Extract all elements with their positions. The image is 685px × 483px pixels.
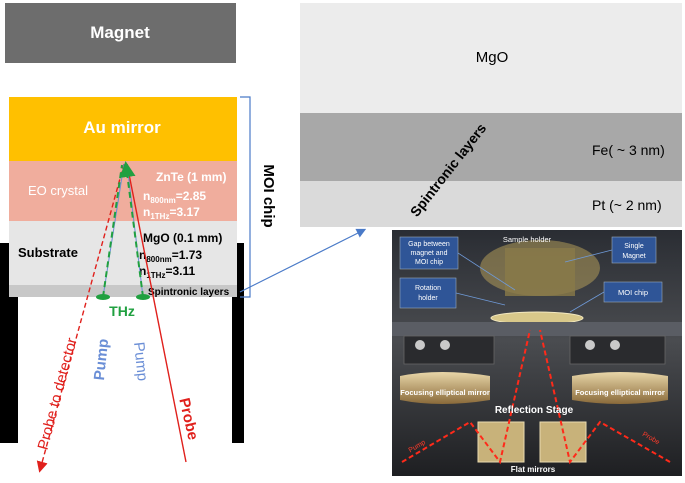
probe-to-detector-beam — [36, 163, 125, 473]
fe-label: Fe( ~ 3 nm) — [592, 142, 665, 158]
gap-callout-line3: MOI chip — [415, 259, 443, 266]
focusing-mirror-right-shape — [572, 372, 668, 404]
eo-crystal-material: ZnTe (1 mm) — [156, 170, 226, 184]
rotation-leader — [455, 292, 506, 306]
photo-beam-right — [539, 329, 671, 465]
focusing-mirror-right-label: Focusing elliptical mirror — [575, 388, 665, 397]
substrate-n800: n800nm=1.73 — [139, 248, 202, 264]
mount-left — [403, 335, 495, 365]
au-mirror-label: Au mirror — [83, 118, 161, 137]
substrate-material: MgO (0.1 mm) — [143, 231, 222, 245]
moi-chip-label: MOI chip — [260, 164, 277, 227]
magnet-leader — [564, 249, 613, 263]
thz-spot-left — [96, 294, 110, 300]
magnet-block — [5, 3, 236, 63]
probe-beam — [126, 163, 187, 463]
spintronic-layer-block — [9, 285, 237, 297]
pt-label: Pt (~ 2 nm) — [592, 197, 662, 213]
gap-leader — [457, 252, 516, 291]
sample-holder-body — [505, 248, 575, 296]
single-magnet-box — [611, 236, 657, 264]
moi-chip-bracket — [240, 96, 251, 298]
probe-label: Probe — [175, 396, 201, 441]
sample-holder-label: Sample holder — [503, 235, 552, 244]
rotation-holder-line2: holder — [418, 295, 438, 302]
reflection-stage-label: Reflection Stage — [495, 405, 574, 416]
gap-callout-line1: Gap between — [408, 241, 450, 248]
focusing-mirror-left-label: Focusing elliptical mirror — [400, 388, 490, 397]
moi-chip-photo-label: MOI chip — [618, 288, 648, 297]
rotation-holder-line1: Rotation — [415, 285, 441, 292]
gap-callout-box — [399, 236, 459, 270]
au-mirror-block — [9, 97, 237, 161]
layer-zoom: MgO Fe( ~ 3 nm) Pt (~ 2 nm) Spintronic l… — [300, 3, 682, 227]
photo-beam-left — [401, 329, 531, 465]
fe-layer — [300, 113, 682, 181]
mgo-label: MgO — [476, 49, 509, 66]
magnet-label: Magnet — [90, 23, 150, 42]
screw-2 — [440, 340, 450, 350]
flat-mirrors-label: Flat mirrors — [511, 465, 556, 474]
substrate-block — [9, 221, 237, 285]
substrate-n1thz: n1THz=3.11 — [139, 264, 195, 280]
thz-beam-right — [119, 161, 144, 298]
gap-callout-line2: magnet and — [411, 250, 448, 257]
screw-3 — [585, 340, 595, 350]
pt-layer — [300, 181, 682, 227]
left-stack: Magnet Au mirror EO crystal ZnTe (1 mm) … — [0, 3, 277, 473]
probe-to-detector-label: Probe to detector — [35, 336, 81, 452]
substrate-label: Substrate — [18, 245, 78, 260]
thz-label: THz — [109, 303, 135, 319]
screw-1 — [415, 340, 425, 350]
mgo-layer — [300, 3, 682, 113]
eo-crystal-n800: n800nm=2.85 — [143, 189, 206, 205]
thz-spot-right — [136, 294, 150, 300]
stage-plate — [392, 322, 682, 336]
flat-mirror-left — [477, 421, 525, 463]
mount-right — [569, 335, 666, 365]
moi-chip-leader — [569, 291, 605, 313]
thz-beam-left — [102, 164, 123, 298]
focusing-mirror-left-shape — [400, 372, 490, 404]
pump-right-label: Pump — [130, 341, 151, 382]
eo-crystal-label: EO crystal — [28, 183, 88, 198]
eo-crystal-n1thz: n1THz=3.17 — [143, 205, 200, 221]
rotation-holder-box — [399, 277, 457, 309]
single-magnet-line1: Single — [624, 243, 644, 250]
screw-4 — [610, 340, 620, 350]
spintronic-layer-label: Spintronic layers — [148, 287, 230, 298]
zoom-connector-arrow — [239, 228, 367, 293]
single-magnet-line2: Magnet — [622, 253, 645, 260]
pump-left-label: Pump — [91, 338, 112, 381]
setup-photo: Gap between magnet and MOI chip Sample h… — [392, 230, 682, 476]
flat-mirror-right — [539, 421, 587, 463]
